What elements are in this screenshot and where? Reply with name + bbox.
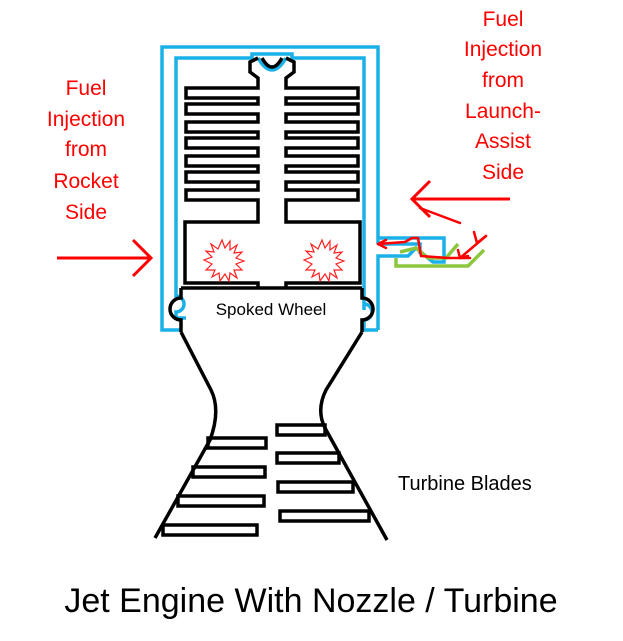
housing-right-channel: [376, 236, 446, 330]
spindle-top-cup: [260, 57, 284, 69]
fuel-arrowhead-icon: [456, 248, 470, 260]
arrow-left-icon: [409, 179, 432, 219]
turbine-blades-label: Turbine Blades: [398, 473, 532, 495]
spoked-wheel-outline: [168, 286, 375, 332]
launch-assist-fuel-label: Fuel Injection from Launch- Assist Side: [464, 8, 542, 184]
turbine-blade-left: [176, 494, 266, 508]
launch-assist-fuel-arrow: [409, 179, 510, 219]
label-line: from: [482, 69, 524, 92]
label-line: Side: [482, 161, 524, 184]
inlet-duct-upper: [399, 242, 460, 260]
inner-housing-wall: [174, 52, 366, 320]
label-line: Assist: [475, 130, 531, 153]
diagram-title: Jet Engine With Nozzle / Turbine: [64, 582, 557, 620]
label-line: Fuel: [66, 77, 107, 100]
fuel-path-diag: [418, 206, 462, 225]
combustion-burst-icon: [202, 238, 246, 283]
turbine-blade-right: [276, 480, 355, 494]
spindle-outline-left: [183, 56, 260, 288]
fuel-path-launch-assist: [376, 236, 472, 260]
label-line: Launch-: [465, 100, 541, 123]
housing-top-notch: [256, 57, 288, 72]
combustion-chambers: [202, 238, 346, 283]
rocket-side-fuel-arrow: [57, 238, 154, 278]
label-line: Fuel: [483, 8, 524, 31]
spindle-outline-right: [284, 56, 362, 288]
nozzle: [153, 331, 389, 541]
rocket-side-fuel-label: Fuel Injection from Rocket Side: [47, 77, 125, 224]
turbine-blade-left: [206, 436, 268, 450]
turbine-blade-right: [275, 451, 341, 465]
launch-assist-inlet: [394, 242, 486, 268]
outer-housing-wall: [160, 45, 380, 332]
fuel-flow: [376, 206, 488, 260]
spoked-wheel: Spoked Wheel: [168, 286, 375, 332]
turbine-blade-right: [275, 423, 327, 437]
nozzle-left-wall: [153, 331, 218, 539]
label-line: Side: [65, 201, 107, 224]
combustion-burst-icon: [302, 238, 346, 283]
label-line: Injection: [464, 38, 542, 61]
turbine-blades: [161, 423, 371, 537]
fuel-arrowhead-icon: [472, 230, 488, 245]
arrow-right-icon: [131, 238, 154, 278]
turbine-blade-right: [278, 509, 371, 523]
label-line: from: [65, 138, 107, 161]
turbine-blade-left: [161, 523, 259, 537]
label-line: Rocket: [53, 170, 119, 193]
label-line: Injection: [47, 108, 125, 131]
spoked-wheel-label: Spoked Wheel: [216, 300, 327, 319]
inlet-duct-lower: [394, 248, 486, 268]
rotor-spindle: [183, 56, 362, 288]
turbine-blade-left: [191, 465, 267, 479]
nozzle-right-wall: [319, 331, 389, 541]
fuel-arrowhead-icon: [376, 238, 388, 250]
